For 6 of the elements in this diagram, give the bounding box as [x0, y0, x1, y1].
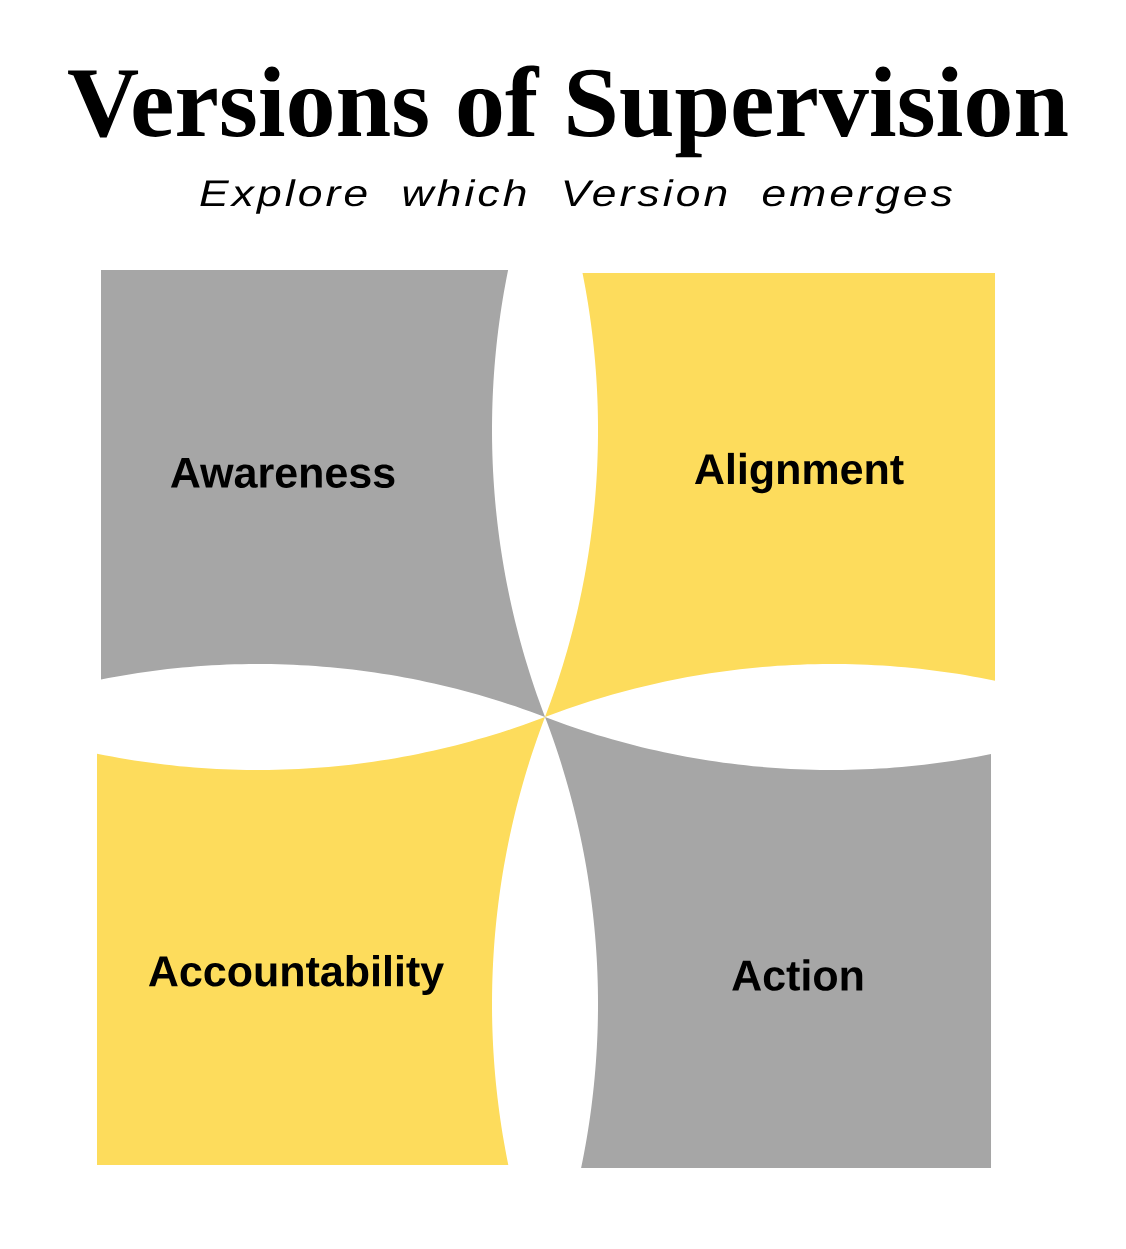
quadrant-tile: Action: [545, 717, 991, 1168]
quadrant-tile: Alignment: [545, 273, 995, 717]
subtitle: Explore which Version emerges: [200, 179, 952, 214]
title: Versions of Supervision: [68, 65, 1068, 158]
quadrant-tile: Accountability: [97, 717, 545, 1165]
quadrant-tile: Awareness: [101, 270, 545, 717]
